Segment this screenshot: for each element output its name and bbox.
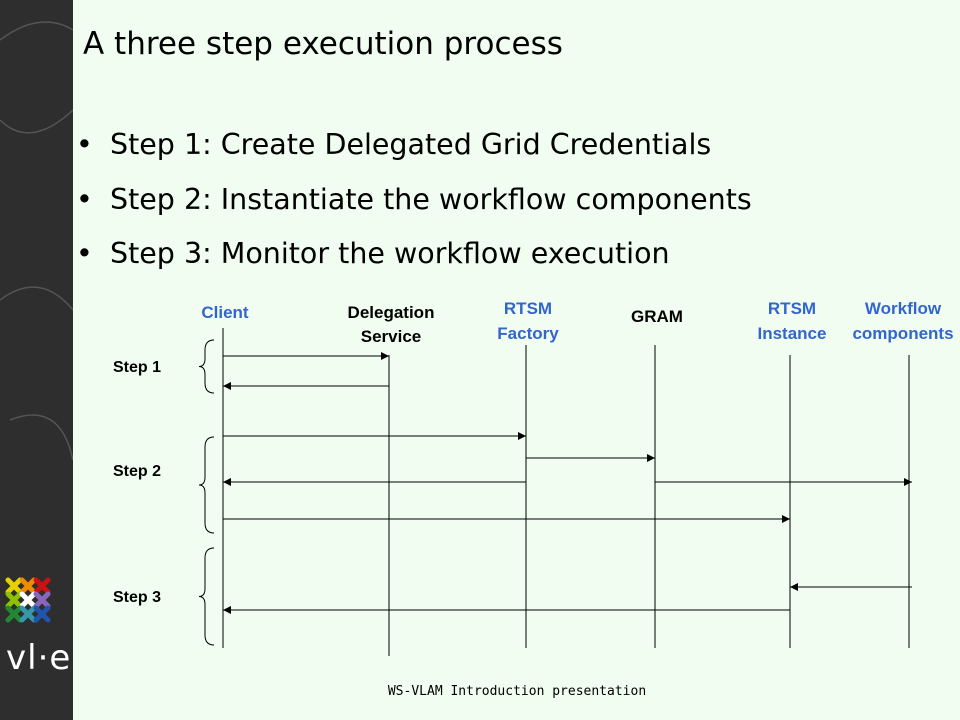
- step-label: Step 3: [113, 589, 161, 606]
- sidebar: vl·e: [0, 0, 73, 720]
- participant-label-client: Client: [201, 303, 249, 322]
- logo-text: vl·e: [6, 638, 72, 678]
- logo-icon: [5, 577, 51, 623]
- bullet-dot: •: [76, 128, 93, 161]
- bullet-text: Step 1: Create Delegated Grid Credential…: [110, 128, 712, 161]
- participant-label-rtsm-instance: RTSM: [768, 299, 816, 318]
- participant-label-workflow: components: [852, 324, 953, 343]
- slide-title: A three step execution process: [83, 26, 563, 62]
- bullet-dot: •: [76, 182, 93, 216]
- bullet-item: • Step 1: Create Delegated Grid Credentia…: [76, 118, 752, 173]
- bullet-item: • Step 2: Instantiate the workflow compon…: [76, 173, 752, 228]
- participant-label-delegation: Delegation: [348, 303, 435, 322]
- participant-label-gram: GRAM: [631, 307, 683, 326]
- step-brace: [198, 436, 215, 534]
- participant-label-workflow: Workflow: [865, 299, 942, 318]
- step-brace: [198, 547, 215, 646]
- sidebar-decoration: [0, 21, 73, 461]
- step-label: Step 2: [113, 463, 161, 480]
- participant-label-rtsm-instance: Instance: [758, 324, 827, 343]
- bullet-item: • Step 3: Monitor the workflow execution: [76, 227, 752, 282]
- participant-label-rtsm-factory: Factory: [497, 324, 559, 343]
- bullet-dot: •: [76, 237, 93, 270]
- bullet-text: Step 2: Instantiate the workflow compone…: [110, 182, 752, 216]
- step-label: Step 1: [113, 359, 161, 376]
- step-brace: [198, 339, 215, 394]
- bullet-text: Step 3: Monitor the workflow execution: [110, 237, 670, 270]
- participant-label-delegation: Service: [361, 327, 422, 346]
- participant-label-rtsm-factory: RTSM: [504, 299, 552, 318]
- bullet-list: • Step 1: Create Delegated Grid Credentia…: [76, 118, 752, 282]
- footer: WS-VLAM Introduction presentation: [387, 684, 647, 699]
